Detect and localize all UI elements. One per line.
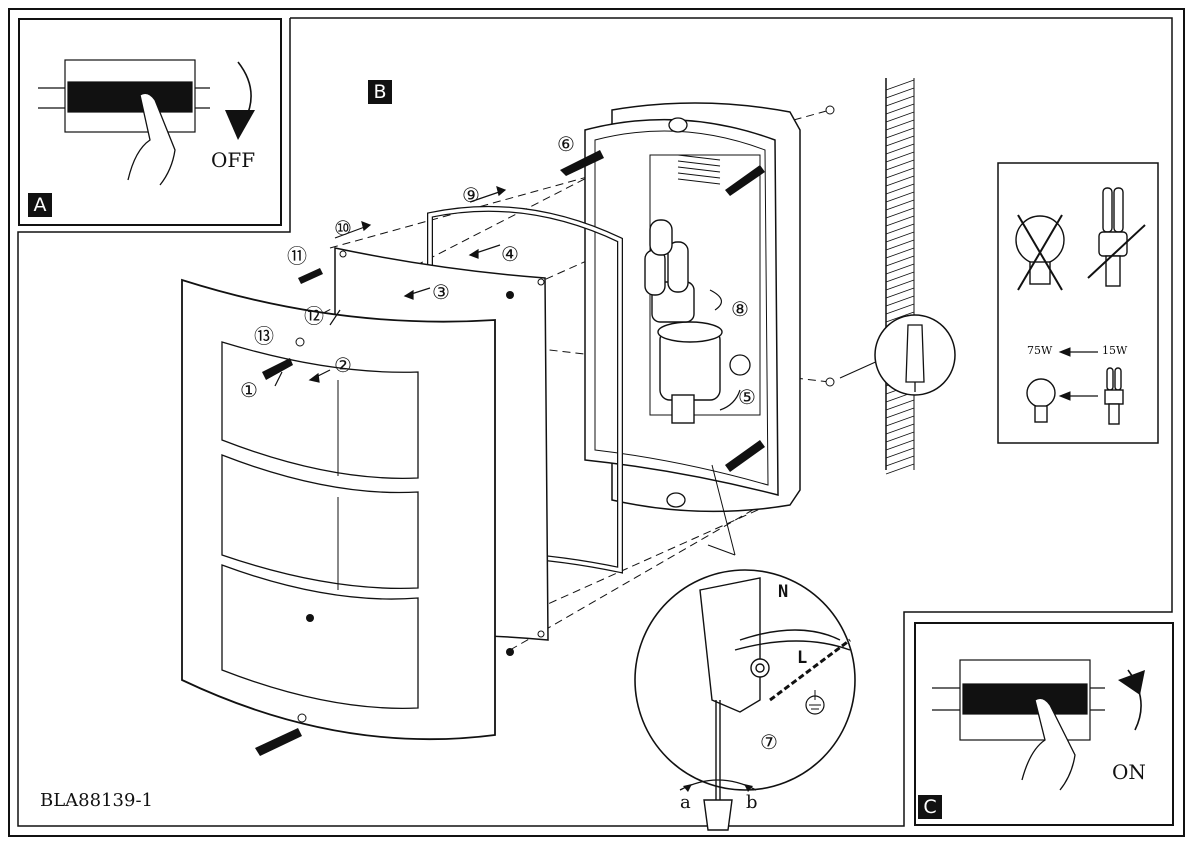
on-label: ON [1112,760,1146,784]
hatch-line [885,311,915,323]
terminal-block [699,577,770,713]
breaker-a [38,59,210,133]
hatch-line [885,143,915,155]
step-8: ⑧ [731,297,749,321]
panel-b-tag: B [368,80,392,104]
top-mount-hole [668,117,688,133]
rotate-a-label: a [680,792,691,813]
breaker-c [932,659,1105,741]
step-6: ⑥ [557,132,575,156]
step-7: ⑦ [760,730,778,754]
step-13: ⑬ [254,324,274,348]
panel-a-tag: A [28,193,52,217]
live-label: L [797,648,808,668]
hatch-line [885,431,915,443]
direction-arrows [274,186,741,411]
mains-cable [734,629,851,702]
hatch-line [885,287,915,299]
incandescent-watts: 75W [1027,344,1053,357]
neutral-label: N [778,582,789,602]
hatch-line [885,119,915,131]
incandescent-crossed-icon [1015,214,1065,291]
hatch-line [885,423,915,435]
hatch-line [885,247,915,259]
screwdriver [703,700,733,831]
hatch-line [885,463,915,475]
step-4: ④ [501,242,519,266]
hatch-line [885,223,915,235]
vent-slots [677,154,721,185]
step-3: ③ [432,280,450,304]
lamp-holder [657,321,723,424]
step-12: ⑫ [304,304,324,328]
cfl-watts: 15W [1102,344,1128,357]
watt-arrow [1058,347,1098,401]
hatch-line [885,135,915,147]
step-9: ⑨ [462,183,480,207]
hatch-line [885,303,915,315]
panel-b-outline [17,17,1173,827]
hatch-line [885,255,915,267]
hatch-line [885,407,915,419]
bulb-info-panel [997,162,1159,444]
hatch-line [885,215,915,227]
step-1: ① [240,378,258,402]
hand-c [1021,697,1076,791]
hatch-line [885,175,915,187]
screws [255,150,765,756]
hatch-line [885,231,915,243]
bottom-mount-hole [666,492,686,508]
hatch-line [885,263,915,275]
front-cover [181,278,496,741]
step-2: ② [334,353,352,377]
hatch-line [885,199,915,211]
panel-c-tag: C [918,795,942,819]
wall-plug-icon [905,324,925,383]
hatch-line [885,399,915,411]
wall-hatch [885,78,915,475]
off-arrow [225,110,255,140]
hatch-line [885,87,915,99]
step-5: ⑤ [738,385,756,409]
hand-a [127,92,176,186]
hatch-line [885,183,915,195]
hatch-line [885,167,915,179]
cable-entry [729,354,751,376]
hatch-line [885,271,915,283]
hatch-line [885,95,915,107]
panel-c [914,622,1174,826]
hatch-line [885,239,915,251]
hatch-line [885,79,915,91]
hatch-line [885,103,915,115]
step-10: ⑩ [334,216,352,240]
hatch-line [885,439,915,451]
cfl-crossed-icon [1087,187,1146,287]
cfl-bulb [644,219,695,323]
hatch-line [885,447,915,459]
hatch-line [885,191,915,203]
hatch-line [885,295,915,307]
hatch-line [885,279,915,291]
hatch-line [885,455,915,467]
document-code: BLA88139-1 [40,790,153,811]
hatch-line [885,151,915,163]
screw-holes [295,105,835,723]
off-label: OFF [211,148,256,172]
hatch-line [885,415,915,427]
hatch-line [885,207,915,219]
on-arrow [1118,670,1145,695]
incandescent-icon [1026,378,1056,423]
cfl-icon [1104,367,1124,425]
hatch-line [885,159,915,171]
panel-a [18,18,282,226]
hatch-line [885,111,915,123]
rotate-b-label: b [746,792,758,813]
hatch-line [885,127,915,139]
step-11: ⑪ [287,244,307,268]
